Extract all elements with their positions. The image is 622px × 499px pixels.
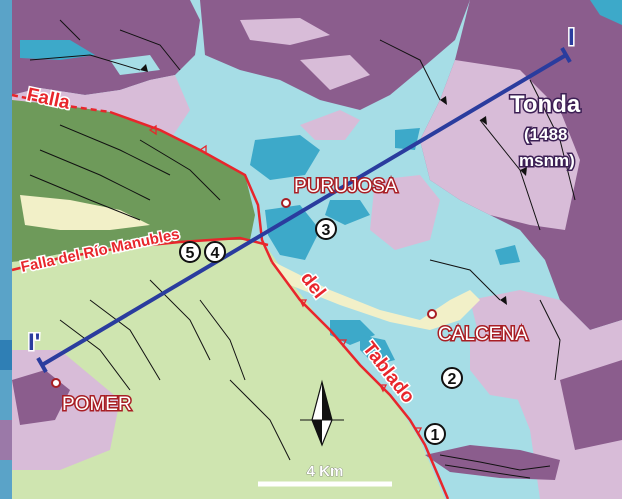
svg-text:2: 2 — [448, 371, 457, 388]
unit-lilac-central — [370, 175, 440, 250]
town-marker-calcena — [427, 309, 437, 319]
town-label-pomer: POMER — [62, 394, 132, 415]
unit-teal-2 — [265, 205, 320, 260]
frame-strip-left — [0, 0, 12, 499]
svg-text:1: 1 — [431, 427, 440, 444]
section-label-start: I — [568, 24, 575, 51]
section-label-end: I' — [28, 329, 40, 356]
svg-text:5: 5 — [186, 245, 195, 262]
station-5: 5 — [179, 241, 201, 263]
town-marker-purujosa — [281, 198, 291, 208]
peak-elevation: (1488 — [524, 125, 567, 144]
station-1: 1 — [424, 423, 446, 445]
peak-unit: msnm) — [519, 151, 575, 170]
town-label-purujosa: PURUJOSA — [294, 176, 398, 197]
station-4: 4 — [204, 241, 226, 263]
town-marker-pomer — [51, 378, 61, 388]
unit-teal-1 — [250, 135, 320, 180]
north-arrow-icon — [300, 379, 344, 447]
svg-text:3: 3 — [322, 222, 331, 239]
fault-lines — [11, 93, 450, 499]
unit-light-green — [12, 240, 445, 499]
peak-name: Tonda — [510, 91, 581, 118]
town-label-calcena: CALCENA — [438, 324, 528, 345]
unit-purple-nw — [12, 0, 200, 95]
svg-text:4: 4 — [211, 245, 220, 262]
cross-section-line — [40, 53, 568, 367]
unit-cream-belt — [270, 260, 480, 330]
station-2: 2 — [441, 367, 463, 389]
scale-bar-label: 4 Km — [307, 463, 344, 480]
station-3: 3 — [315, 218, 337, 240]
structural-lines — [29, 19, 576, 479]
